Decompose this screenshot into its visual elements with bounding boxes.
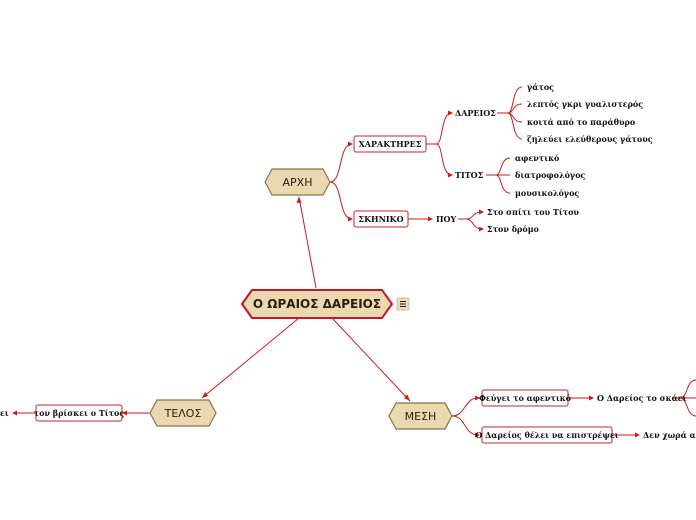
- arrowhead-mesi-item2: [475, 432, 480, 438]
- node-telos-prev[interactable]: ει: [0, 408, 9, 418]
- branch-node-telos-shape: [149, 399, 217, 427]
- dareios-trait-3[interactable]: κοιτά από το παράθυρο: [527, 117, 636, 127]
- connector-to-titos: [435, 143, 453, 176]
- arrowhead-item1-next: [589, 395, 594, 401]
- arrowhead-mesi: [404, 394, 410, 401]
- node-mesi-item2[interactable]: Ο Δαρείος θέλει να επιστρέψει: [475, 426, 619, 444]
- connector-arxi-skiniko: [329, 181, 353, 220]
- arrowhead-pou: [428, 216, 433, 222]
- arrowhead-dareios: [448, 110, 453, 116]
- node-skiniko-box: [353, 210, 409, 228]
- dareios-trait-4[interactable]: ζηλεύει ελεύθερους γάτους: [527, 134, 653, 144]
- titos-trait-3[interactable]: μουσικολόγος: [515, 188, 579, 198]
- connector-root-telos: [201, 317, 300, 399]
- branch-node-mesi[interactable]: ΜΕΣΗ: [388, 402, 453, 430]
- connector-root-arxi: [298, 196, 317, 289]
- node-skiniko-label: ΣΚΗΝΙΚΟ: [358, 214, 403, 224]
- root-node-label: Ο ΩΡΑΙΟΣ ΔΑΡΕΙΟΣ: [253, 297, 381, 311]
- node-mesi-item1-box: [481, 389, 569, 407]
- node-xaraktires-label: ΧΑΡΑΚΤΗΡΕΣ: [359, 139, 422, 149]
- node-titos[interactable]: ΤΙΤΟΣ: [455, 170, 484, 180]
- node-mesi-item1-label: Φεύγει το αφεντικό: [479, 393, 572, 403]
- connector-titos-trait-3: [495, 174, 511, 194]
- branch-node-telos[interactable]: ΤΕΛΟΣ: [149, 399, 217, 427]
- place-2[interactable]: Στον δρόμο: [487, 224, 540, 234]
- root-node[interactable]: Ο ΩΡΑΙΟΣ ΔΑΡΕΙΟΣ: [240, 289, 394, 319]
- node-mesi-item2-next[interactable]: Δεν χωρά από: [643, 430, 696, 440]
- titos-trait-1[interactable]: αφεντικό: [515, 153, 560, 163]
- place-1[interactable]: Στο σπίτι του Τίτου: [487, 207, 579, 217]
- notes-icon[interactable]: [396, 297, 410, 311]
- arrowhead-telos-item1: [122, 410, 127, 416]
- connector-skaei-up: [679, 379, 696, 399]
- arrowhead-titos: [448, 172, 453, 178]
- connector-titos-trait-1: [495, 157, 511, 176]
- connector-root-mesi: [331, 317, 411, 402]
- node-xaraktires[interactable]: ΧΑΡΑΚΤΗΡΕΣ: [353, 135, 427, 153]
- arrowhead-arxi: [296, 197, 302, 203]
- node-pou[interactable]: ΠΟΥ: [436, 214, 457, 224]
- arrowhead-place-1: [479, 209, 484, 215]
- arrowhead-place-2: [479, 226, 484, 232]
- arrowhead-item2-next: [635, 432, 640, 438]
- connector-mesi-item1: [451, 397, 479, 417]
- node-telos-item1-box: [35, 404, 123, 422]
- connector-mesi-item2: [451, 415, 479, 436]
- root-node-shape: [240, 289, 394, 319]
- branch-node-mesi-label: ΜΕΣΗ: [405, 410, 437, 423]
- node-xaraktires-box: [353, 135, 427, 153]
- branch-node-arxi-shape: [264, 168, 331, 196]
- connector-dareios-trait-4: [507, 112, 523, 140]
- connector-skaei-down: [679, 397, 696, 417]
- arrowhead-xaraktires: [348, 141, 353, 147]
- branch-node-mesi-shape: [388, 402, 453, 430]
- branch-node-arxi[interactable]: ΑΡΧΗ: [264, 168, 331, 196]
- node-mesi-item2-box: [481, 426, 613, 444]
- branch-node-telos-label: ΤΕΛΟΣ: [164, 407, 202, 420]
- arrowhead-skiniko: [348, 216, 353, 222]
- node-mesi-item1[interactable]: Φεύγει το αφεντικό: [479, 389, 572, 407]
- connector-dareios-trait-1: [507, 86, 523, 114]
- titos-trait-2[interactable]: διατροφολόγος: [515, 170, 586, 180]
- node-mesi-item1-next[interactable]: Ο Δαρείος το σκάει: [597, 393, 687, 403]
- connector-arxi-xaraktires: [329, 143, 353, 183]
- node-mesi-item2-label: Ο Δαρείος θέλει να επιστρέψει: [475, 430, 618, 440]
- node-telos-item1-label: τον βρίσκει ο Τίτος: [34, 408, 125, 418]
- arrowhead-telos-prev: [12, 410, 17, 416]
- dareios-trait-2[interactable]: λεπτός γκρι γυαλιστερός: [527, 99, 643, 109]
- node-telos-item1[interactable]: τον βρίσκει ο Τίτος: [34, 404, 125, 422]
- connector-to-dareios: [435, 112, 453, 145]
- dareios-trait-1[interactable]: γάτος: [527, 82, 554, 92]
- connector-lines: [12, 86, 696, 438]
- branch-node-arxi-label: ΑΡΧΗ: [283, 176, 313, 189]
- arrowhead-telos: [202, 392, 208, 398]
- node-dareios[interactable]: ΔΑΡΕΙΟΣ: [455, 108, 496, 118]
- node-skiniko[interactable]: ΣΚΗΝΙΚΟ: [353, 210, 409, 228]
- arrowhead-mesi-item1: [475, 395, 480, 401]
